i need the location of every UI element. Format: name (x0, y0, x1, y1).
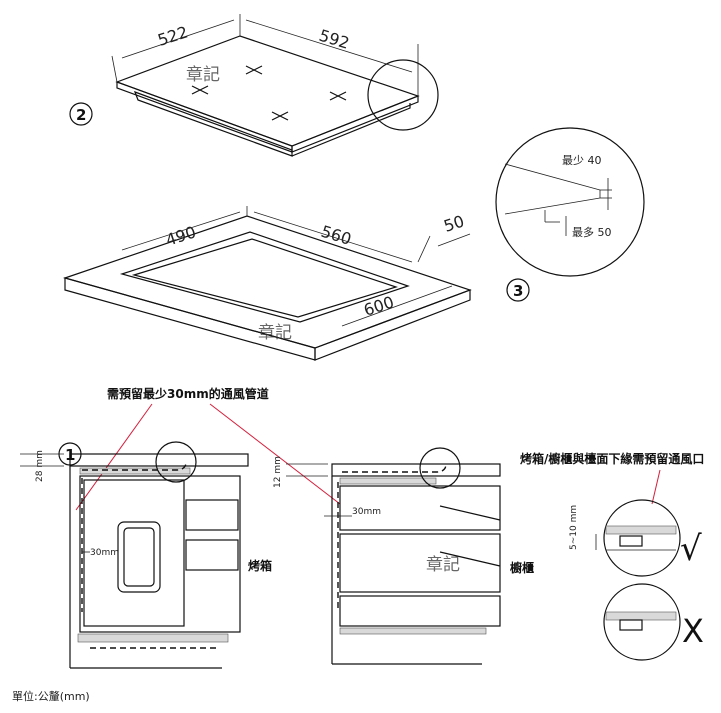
cutout-depth-dimension: 490 (163, 222, 198, 250)
top-width-dimension: 592 (317, 26, 352, 53)
watermark-middle: 章記 (258, 323, 292, 343)
max-thickness-label: 最多 50 (572, 225, 612, 239)
oven-section-drawing: 28 mm 30mm 烤箱 (20, 441, 272, 669)
unit-note: 單位:公釐(mm) (12, 689, 90, 703)
hob-plate-drawing: 522 592 章記 (111, 14, 439, 157)
watermark-cabinet: 章記 (426, 555, 460, 575)
svg-text:3: 3 (513, 282, 523, 300)
svg-text:2: 2 (76, 106, 86, 124)
incorrect-gap-detail: X (603, 583, 704, 661)
cooking-zone-marks (191, 65, 347, 121)
correct-gap-detail: 5~10 mm √ (569, 499, 702, 577)
incorrect-mark: X (682, 612, 704, 650)
oven-gap-30mm: 30mm (90, 548, 119, 558)
edge-detail-circle: 最少 40 最多 50 (495, 127, 645, 277)
countertop-cutout-drawing: 490 560 50 600 章記 (62, 206, 472, 361)
cabinet-section-drawing: 12 mm 30mm 章記 櫥櫃 (273, 447, 534, 665)
ventilation-gap-note: 烤箱/櫥櫃與檯面下緣需預留通風口 (520, 451, 704, 466)
vent-channel-note: 需預留最少30mm的通風管道 (107, 386, 269, 401)
min-thickness-label: 最少 40 (562, 154, 602, 167)
correct-mark: √ (680, 529, 702, 569)
top-depth-dimension: 522 (155, 22, 190, 50)
step-2-marker: 2 (69, 102, 93, 126)
cabinet-gap-12mm: 12 mm (273, 456, 283, 488)
cutout-width-dimension: 560 (319, 222, 354, 249)
oven-label: 烤箱 (248, 558, 272, 573)
step-3-marker: 3 (506, 278, 530, 302)
oven-gap-28mm: 28 mm (35, 450, 45, 482)
edge-dimension: 50 (441, 211, 466, 235)
gap-5-10mm: 5~10 mm (569, 505, 579, 550)
watermark-top: 章記 (186, 65, 220, 85)
cabinet-label: 櫥櫃 (510, 560, 534, 575)
cabinet-gap-30mm: 30mm (352, 507, 381, 517)
